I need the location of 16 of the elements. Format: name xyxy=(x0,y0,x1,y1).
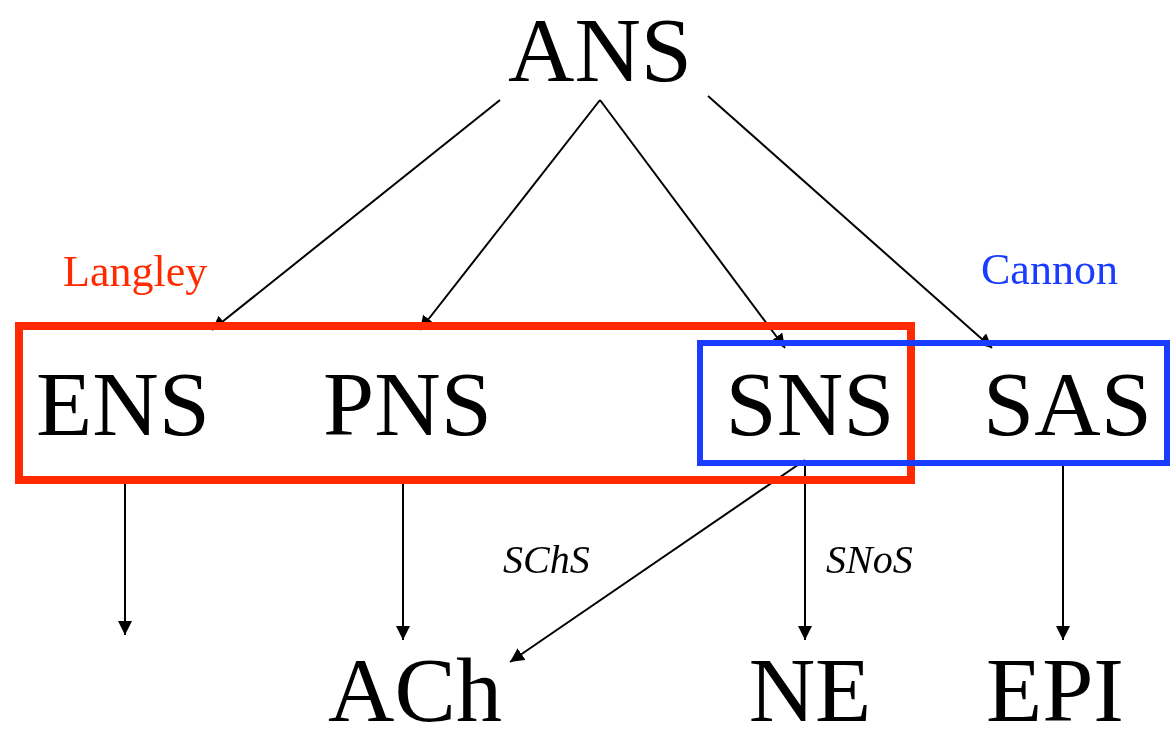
arrow xyxy=(599,99,786,349)
edge-label: SChS xyxy=(503,540,590,580)
node-label: ANS xyxy=(507,4,692,96)
arrow xyxy=(509,459,806,663)
node-label: SNS xyxy=(725,358,895,450)
node-label: EPI xyxy=(986,644,1124,736)
node-label: ACh xyxy=(328,644,502,736)
edge-label: SNoS xyxy=(826,540,913,580)
node-label: SAS xyxy=(983,358,1152,450)
node-label: PNS xyxy=(323,358,492,450)
group-heading: Cannon xyxy=(981,248,1118,292)
node-label: NE xyxy=(748,644,872,736)
group-heading: Langley xyxy=(63,250,208,294)
node-label: ENS xyxy=(36,358,210,450)
arrow xyxy=(707,95,993,349)
arrow xyxy=(211,99,501,331)
